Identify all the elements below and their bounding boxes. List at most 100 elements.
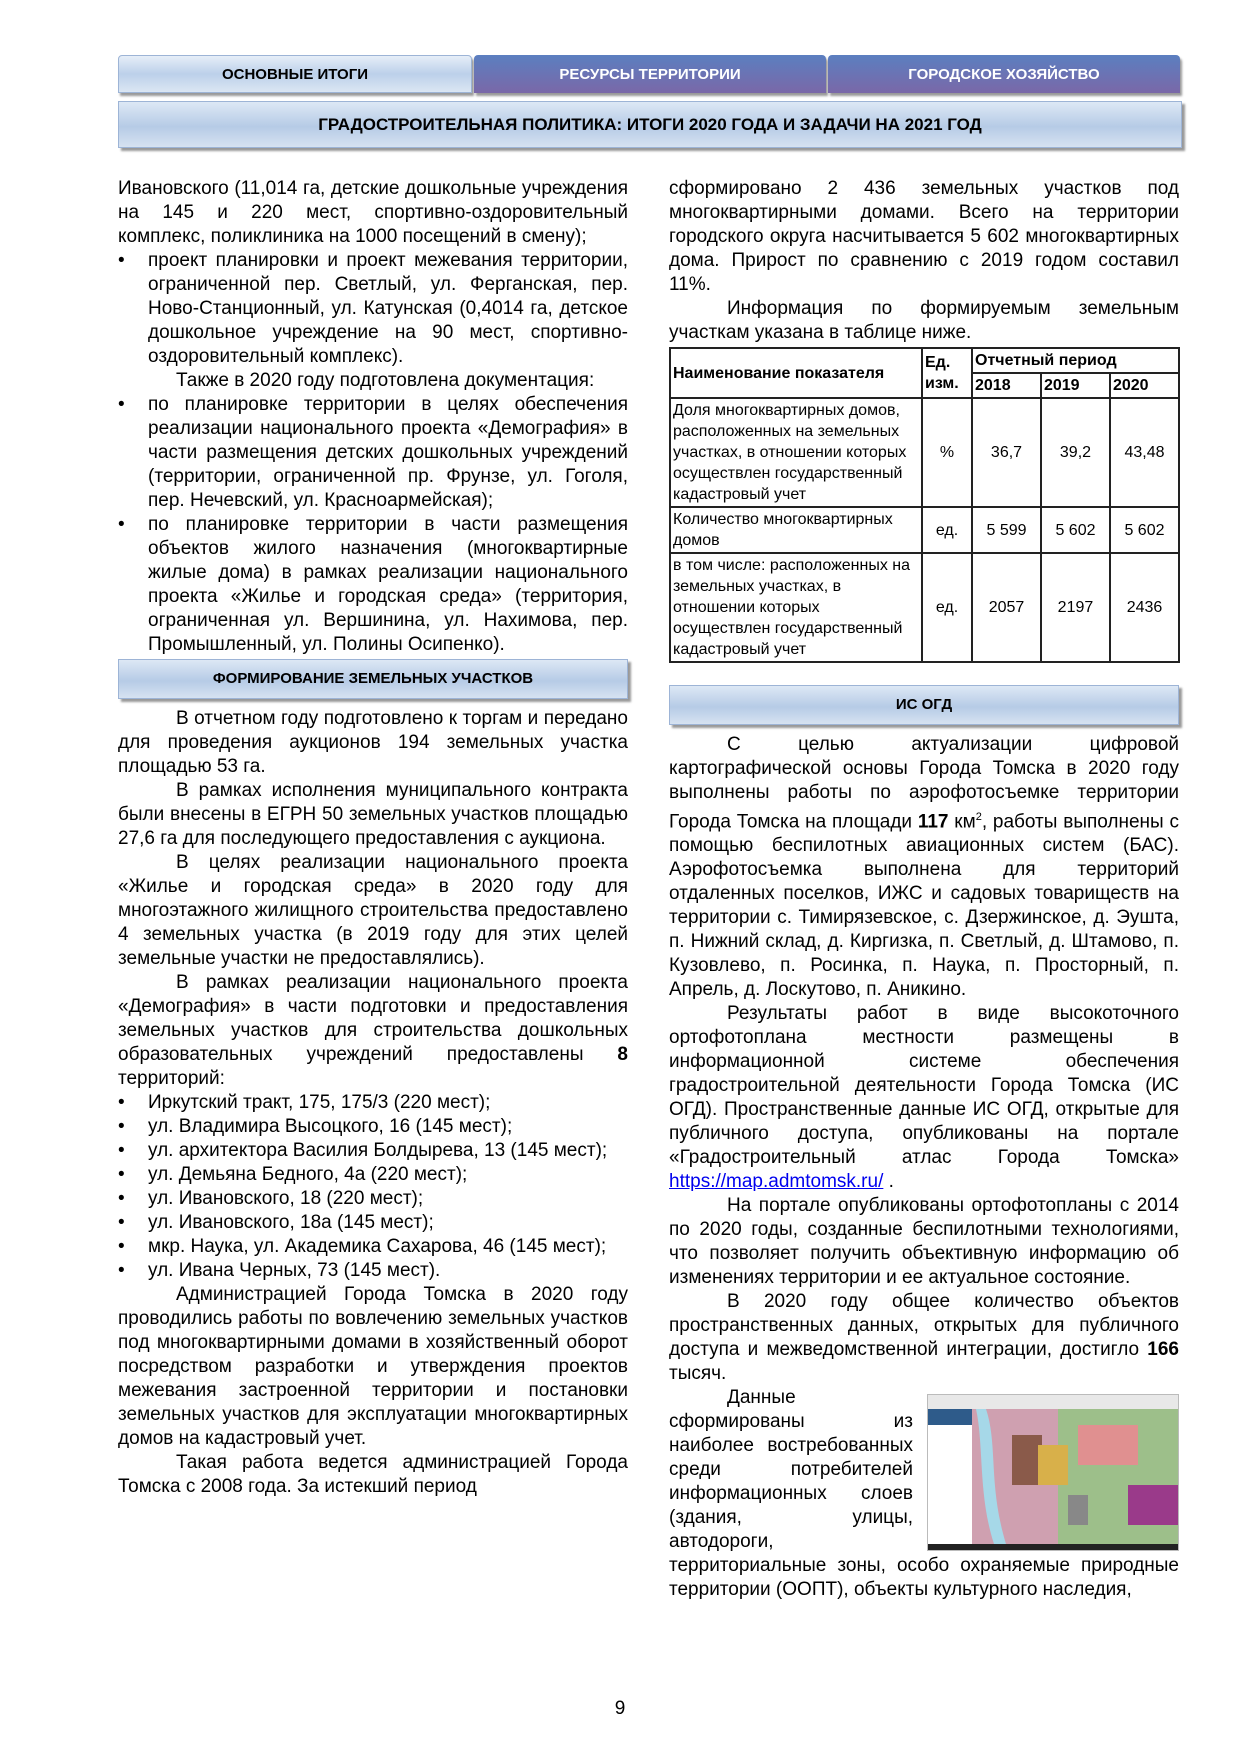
bold-number: 166 bbox=[1147, 1339, 1179, 1361]
cell-name: Количество многоквартирных домов bbox=[669, 506, 923, 554]
list-item: • ул. Демьяна Бедного, 4а (220 мест); bbox=[118, 1163, 628, 1187]
section-heading-is-ogd: ИС ОГД bbox=[669, 685, 1179, 725]
map-image-icon bbox=[928, 1395, 1178, 1551]
cell-value: 39,2 bbox=[1039, 397, 1111, 508]
paragraph: В целях реализации национального проекта… bbox=[118, 852, 628, 969]
paragraph: Информация по формируемым земельным учас… bbox=[669, 298, 1179, 343]
header-year: 2018 bbox=[971, 372, 1042, 399]
paragraph: Администрацией Города Томска в 2020 году… bbox=[118, 1284, 628, 1449]
table-row: в том числе: расположенных на земельных … bbox=[669, 552, 1181, 663]
land-plots-table: Наименование показателя Ед. изм. Отчетны… bbox=[669, 347, 1181, 663]
tab-main-results[interactable]: ОСНОВНЫЕ ИТОГИ bbox=[118, 55, 472, 93]
bullet-icon: • bbox=[118, 394, 125, 415]
paragraph: В рамках реализации национального проект… bbox=[118, 971, 628, 1091]
list-item: • ул. Ивана Черных, 73 (145 мест). bbox=[118, 1259, 628, 1283]
bullet-icon: • bbox=[118, 1236, 125, 1257]
header-period: Отчетный период bbox=[971, 347, 1180, 374]
page-number: 9 bbox=[614, 1698, 626, 1719]
section-heading-land-plots: ФОРМИРОВАНИЕ ЗЕМЕЛЬНЫХ УЧАСТКОВ bbox=[118, 659, 628, 699]
list-text: ул. Ивановского, 18 (220 мест); bbox=[148, 1188, 424, 1209]
list-item: • ул. Ивановского, 18а (145 мест); bbox=[118, 1211, 628, 1235]
cell-value: 2057 bbox=[971, 552, 1042, 663]
text: С целью актуализации цифровой картографи… bbox=[669, 734, 1179, 833]
table-row: Доля многоквартирных домов, расположенны… bbox=[669, 397, 1181, 508]
bullet-item: • по планировке территории в части размещ… bbox=[118, 513, 628, 657]
list-text: ул. архитектора Василия Болдырева, 13 (1… bbox=[148, 1140, 608, 1161]
paragraph: В рамках исполнения муниципального контр… bbox=[118, 780, 628, 849]
bullet-icon: • bbox=[118, 1140, 125, 1161]
header-unit: Ед. изм. bbox=[921, 347, 973, 399]
list-text: ул. Ивановского, 18а (145 мест); bbox=[148, 1212, 434, 1233]
bullet-text: проект планировки и проект межевания тер… bbox=[148, 250, 628, 367]
atlas-link[interactable]: https://map.admtomsk.ru/ bbox=[669, 1171, 884, 1193]
cell-name: в том числе: расположенных на земельных … bbox=[669, 552, 923, 663]
list-item: • ул. Владимира Высоцкого, 16 (145 мест); bbox=[118, 1115, 628, 1139]
list-text: Иркутский тракт, 175, 175/3 (220 мест); bbox=[148, 1092, 491, 1113]
paragraph: сформировано 2 436 земельных участков по… bbox=[669, 178, 1179, 295]
paragraph: Результаты работ в виде высокоточного ор… bbox=[669, 1002, 1179, 1194]
bullet-icon: • bbox=[118, 250, 125, 271]
page-title: ГРАДОСТРОИТЕЛЬНАЯ ПОЛИТИКА: ИТОГИ 2020 Г… bbox=[118, 101, 1182, 148]
cell-value: 43,48 bbox=[1108, 397, 1181, 508]
left-column: Ивановского (11,014 га, детские дошкольн… bbox=[118, 177, 628, 1499]
bullet-icon: • bbox=[118, 1092, 125, 1113]
header-year: 2019 bbox=[1039, 372, 1111, 399]
bullet-icon: • bbox=[118, 1212, 125, 1233]
cell-value: 2436 bbox=[1108, 552, 1181, 663]
paragraph: Данные сформированы из наиболее востребо… bbox=[669, 1387, 1179, 1601]
header-indicator: Наименование показателя bbox=[669, 347, 923, 399]
cell-value: 36,7 bbox=[971, 397, 1042, 508]
table-row: Количество многоквартирных домов ед. 5 5… bbox=[669, 506, 1181, 554]
cell-unit: ед. bbox=[921, 506, 973, 554]
paragraph: Ивановского (11,014 га, детские дошкольн… bbox=[118, 178, 628, 247]
superscript: 2 bbox=[975, 811, 982, 823]
bullet-text: по планировке территории в целях обеспеч… bbox=[148, 394, 628, 511]
bullet-item: • проект планировки и проект межевания те… bbox=[118, 249, 628, 369]
bullet-icon: • bbox=[118, 1188, 125, 1209]
list-text: ул. Демьяна Бедного, 4а (220 мест); bbox=[148, 1164, 468, 1185]
text: территорий: bbox=[118, 1068, 225, 1089]
cell-value: 5 599 bbox=[971, 506, 1042, 554]
text: тысяч. bbox=[669, 1363, 727, 1385]
cell-value: 5 602 bbox=[1039, 506, 1111, 554]
cell-name: Доля многоквартирных домов, расположенны… bbox=[669, 397, 923, 508]
bullet-text: по планировке территории в части размеще… bbox=[148, 514, 628, 655]
paragraph: С целью актуализации цифровой картографи… bbox=[669, 733, 1179, 1002]
text: Результаты работ в виде высокоточного ор… bbox=[669, 1003, 1179, 1169]
cell-value: 5 602 bbox=[1108, 506, 1181, 554]
text: , работы выполнены с помощью беспилотных… bbox=[669, 811, 1180, 1001]
cell-unit: % bbox=[921, 397, 973, 508]
kindergarten-list: • Иркутский тракт, 175, 175/3 (220 мест);… bbox=[118, 1091, 628, 1283]
tab-territory-resources[interactable]: РЕСУРСЫ ТЕРРИТОРИИ bbox=[474, 55, 826, 93]
list-item: • ул. архитектора Василия Болдырева, 13 (… bbox=[118, 1139, 628, 1163]
bullet-icon: • bbox=[118, 514, 125, 535]
paragraph: В 2020 году общее количество объектов пр… bbox=[669, 1290, 1179, 1386]
bullet-icon: • bbox=[118, 1116, 125, 1137]
list-item: • мкр. Наука, ул. Академика Сахарова, 46 … bbox=[118, 1235, 628, 1259]
list-text: мкр. Наука, ул. Академика Сахарова, 46 (… bbox=[148, 1236, 607, 1257]
bold-number: 8 bbox=[617, 1044, 628, 1065]
text: В 2020 году общее количество объектов пр… bbox=[669, 1291, 1179, 1361]
bullet-item: • по планировке территории в целях обеспе… bbox=[118, 393, 628, 513]
list-text: ул. Владимира Высоцкого, 16 (145 мест); bbox=[148, 1116, 513, 1137]
list-item: • Иркутский тракт, 175, 175/3 (220 мест); bbox=[118, 1091, 628, 1115]
list-text: ул. Ивана Черных, 73 (145 мест). bbox=[148, 1260, 441, 1281]
atlas-map-screenshot bbox=[927, 1394, 1179, 1552]
header-year: 2020 bbox=[1108, 372, 1181, 399]
cell-value: 2197 bbox=[1039, 552, 1111, 663]
text: км bbox=[948, 811, 976, 833]
paragraph: На портале опубликованы ортофотопланы с … bbox=[669, 1195, 1179, 1289]
tab-city-economy[interactable]: ГОРОДСКОЕ ХОЗЯЙСТВО bbox=[828, 55, 1180, 93]
bullet-icon: • bbox=[118, 1260, 125, 1281]
paragraph: Такая работа ведется администрацией Горо… bbox=[118, 1452, 628, 1497]
cell-unit: ед. bbox=[921, 552, 973, 663]
bold-number: 117 bbox=[917, 811, 949, 833]
section-tabs: ОСНОВНЫЕ ИТОГИ РЕСУРСЫ ТЕРРИТОРИИ ГОРОДС… bbox=[118, 55, 1180, 93]
paragraph: Также в 2020 году подготовлена документа… bbox=[176, 370, 595, 391]
bullet-icon: • bbox=[118, 1164, 125, 1185]
text: В рамках реализации национального проект… bbox=[118, 972, 628, 1065]
list-item: • ул. Ивановского, 18 (220 мест); bbox=[118, 1187, 628, 1211]
right-column: сформировано 2 436 земельных участков по… bbox=[669, 177, 1181, 1602]
text: . bbox=[883, 1171, 894, 1193]
paragraph: В отчетном году подготовлено к торгам и … bbox=[118, 708, 628, 777]
